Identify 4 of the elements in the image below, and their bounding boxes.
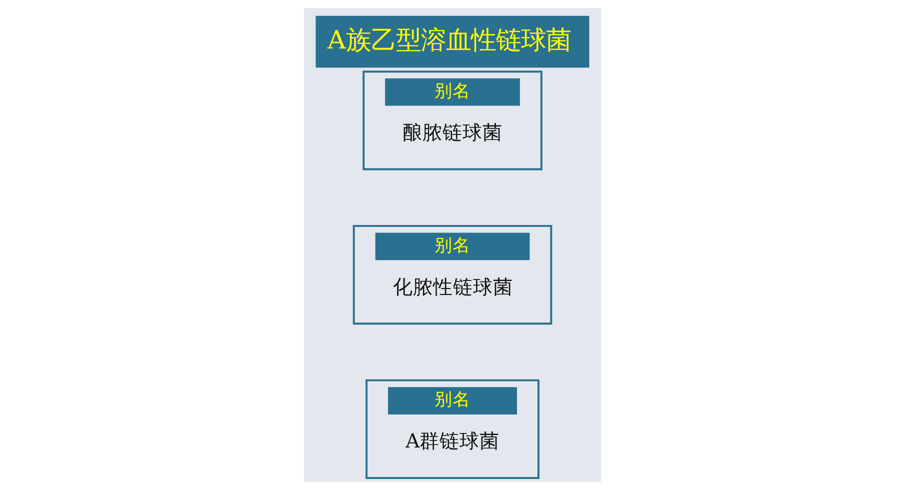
diagram-title: A族乙型溶血性链球菌 [326, 24, 570, 54]
node-box: 别名 化脓性链球菌 [352, 224, 552, 325]
node-box: 别名 酿脓链球菌 [362, 70, 542, 170]
node-box: 别名 A群链球菌 [365, 379, 539, 479]
